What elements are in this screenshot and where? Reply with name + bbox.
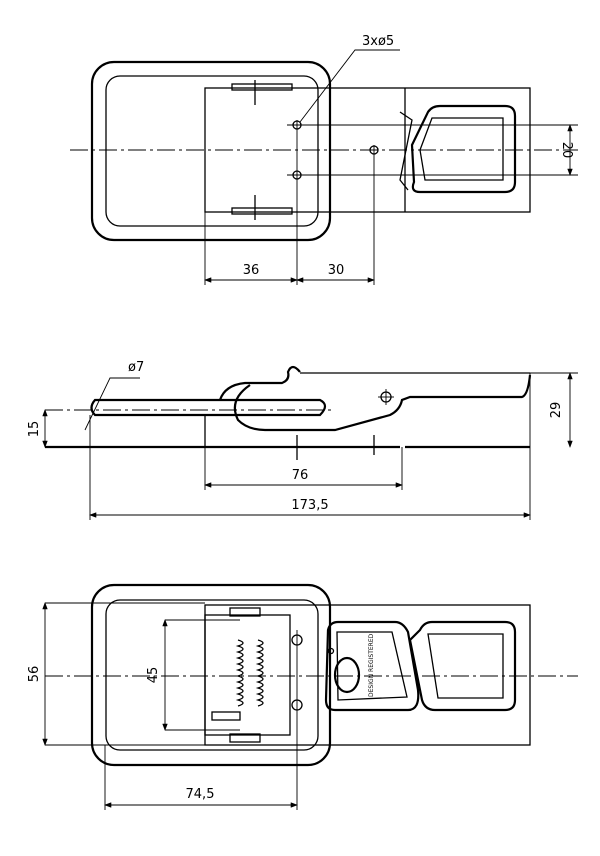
bail-outer (90, 60, 332, 242)
dim-height-total: 29 (549, 402, 564, 419)
bail-inner (105, 75, 319, 227)
dim-right: 30 (328, 263, 345, 278)
logo-plate (324, 620, 420, 712)
dim-diameter: ø7 (128, 360, 144, 375)
logo-text: DESIGN REGISTERED (368, 633, 375, 697)
dim-width-total: 56 (27, 666, 42, 683)
dim-height-low: 15 (27, 421, 42, 438)
dim-hole-spacing: 20 (559, 142, 574, 159)
hook (218, 365, 301, 401)
bottom-view: DESIGN REGISTERED 56 45 74,5 (27, 583, 578, 810)
dim-left: 36 (243, 263, 260, 278)
hole-callout: 3xø5 (362, 34, 394, 49)
dim-inner: 45 (146, 667, 161, 684)
spring (235, 639, 264, 707)
dim-length: 74,5 (186, 787, 215, 802)
dim-base: 76 (292, 468, 309, 483)
side-view: ø7 15 29 76 173,5 (27, 360, 578, 520)
bail-rod (90, 398, 327, 417)
slot-window (410, 104, 517, 194)
top-view: 3xø5 20 36 30 (70, 34, 578, 285)
dim-length-total: 173,5 (291, 498, 328, 513)
logo-mark (333, 656, 361, 694)
bail-outer (90, 583, 332, 767)
